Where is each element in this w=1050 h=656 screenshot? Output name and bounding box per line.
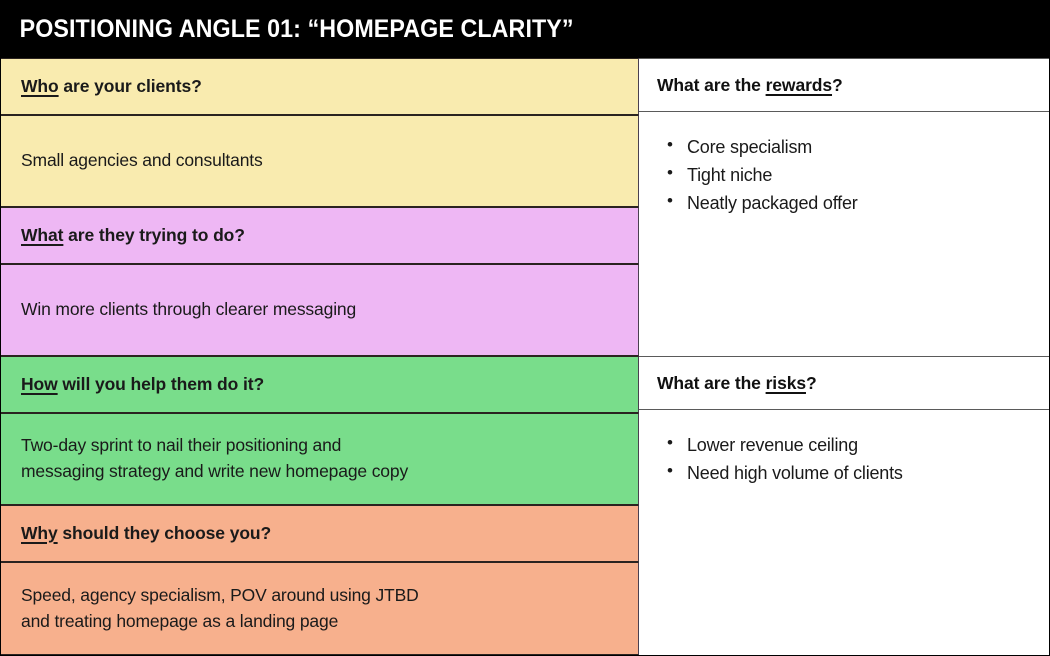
panel-header-prefix-rewards: What are the <box>657 74 766 95</box>
panel-body-rewards: Core specialism Tight niche Neatly packa… <box>639 112 1049 356</box>
risk-list: Lower revenue ceiling Need high volume o… <box>667 431 1049 486</box>
right-column: What are the rewards? Core specialism Ti… <box>639 58 1049 655</box>
panel-header-risks: What are the risks? <box>639 356 1049 410</box>
list-item: Core specialism <box>667 133 1049 160</box>
question-cell-what: What are they trying to do? <box>1 207 639 264</box>
panel-header-text-risks: What are the risks? <box>657 373 817 394</box>
question-keyword-why: Why <box>21 523 58 543</box>
question-cell-why: Why should they choose you? <box>1 505 639 562</box>
card-body: Who are your clients? Small agencies and… <box>1 58 1049 655</box>
question-text-how: How will you help them do it? <box>21 374 264 395</box>
question-cell-who: Who are your clients? <box>1 58 639 115</box>
panel-header-suffix-rewards: ? <box>832 74 843 95</box>
panel-header-prefix-risks: What are the <box>657 372 766 393</box>
list-item: Tight niche <box>667 161 1049 188</box>
list-item: Lower revenue ceiling <box>667 431 1049 458</box>
question-rest-what: are they trying to do? <box>63 225 245 245</box>
panel-body-risks: Lower revenue ceiling Need high volume o… <box>639 410 1049 655</box>
question-text-what: What are they trying to do? <box>21 225 245 246</box>
answer-cell-who: Small agencies and consultants <box>1 115 639 207</box>
question-keyword-what: What <box>21 225 64 245</box>
question-rest-why: should they choose you? <box>57 523 272 543</box>
panel-header-text-rewards: What are the rewards? <box>657 75 843 96</box>
question-keyword-who: Who <box>21 76 59 96</box>
question-rest-who: are your clients? <box>58 76 202 96</box>
panel-header-keyword-risks: risks <box>765 372 806 393</box>
list-item: Neatly packaged offer <box>667 189 1049 216</box>
answer-text-what: Win more clients through clearer messagi… <box>21 299 357 320</box>
answer-cell-how: Two-day sprint to nail their positioning… <box>1 413 639 505</box>
panel-header-rewards: What are the rewards? <box>639 58 1049 112</box>
question-keyword-how: How <box>21 374 58 394</box>
card-title-bar: POSITIONING ANGLE 01: “HOMEPAGE CLARITY” <box>1 1 1049 58</box>
page-title: POSITIONING ANGLE 01: “HOMEPAGE CLARITY” <box>19 15 574 43</box>
answer-text-why: Speed, agency specialism, POV around usi… <box>21 584 419 631</box>
question-cell-how: How will you help them do it? <box>1 356 639 413</box>
question-rest-how: will you help them do it? <box>57 374 265 394</box>
answer-cell-why: Speed, agency specialism, POV around usi… <box>1 562 639 655</box>
list-item: Need high volume of clients <box>667 459 1049 486</box>
left-column: Who are your clients? Small agencies and… <box>1 58 639 655</box>
reward-list: Core specialism Tight niche Neatly packa… <box>667 133 1049 216</box>
answer-text-who: Small agencies and consultants <box>21 150 263 171</box>
question-text-why: Why should they choose you? <box>21 523 271 544</box>
question-text-who: Who are your clients? <box>21 76 202 97</box>
answer-cell-what: Win more clients through clearer messagi… <box>1 264 639 356</box>
panel-header-suffix-risks: ? <box>805 372 817 393</box>
answer-text-how: Two-day sprint to nail their positioning… <box>21 435 409 481</box>
panel-header-keyword-rewards: rewards <box>765 74 833 95</box>
